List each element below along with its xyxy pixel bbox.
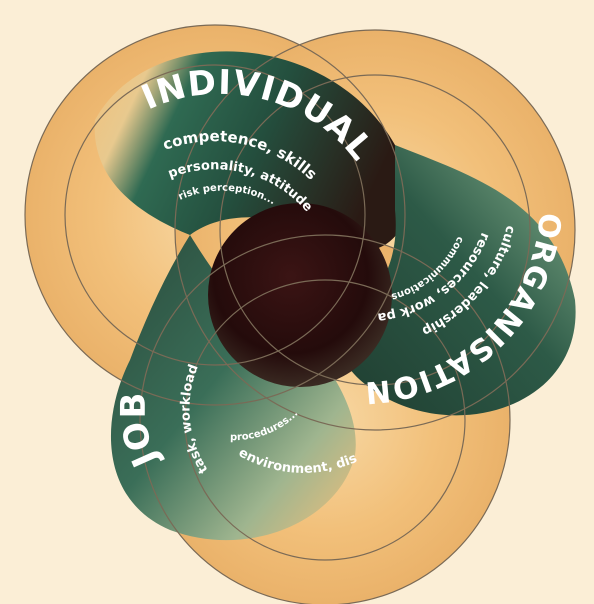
individual-band (94, 51, 410, 252)
ring-outlines (24, 24, 576, 604)
job-band (110, 235, 356, 541)
job-outer-ring (139, 234, 511, 604)
organisation-band (337, 145, 576, 416)
job-inner-ring (184, 279, 466, 561)
individual-outer-ring (24, 24, 406, 406)
individual-inner-ring (64, 64, 366, 366)
organisation-inner-ring (219, 74, 531, 386)
organisation-outer-ring (174, 29, 576, 431)
